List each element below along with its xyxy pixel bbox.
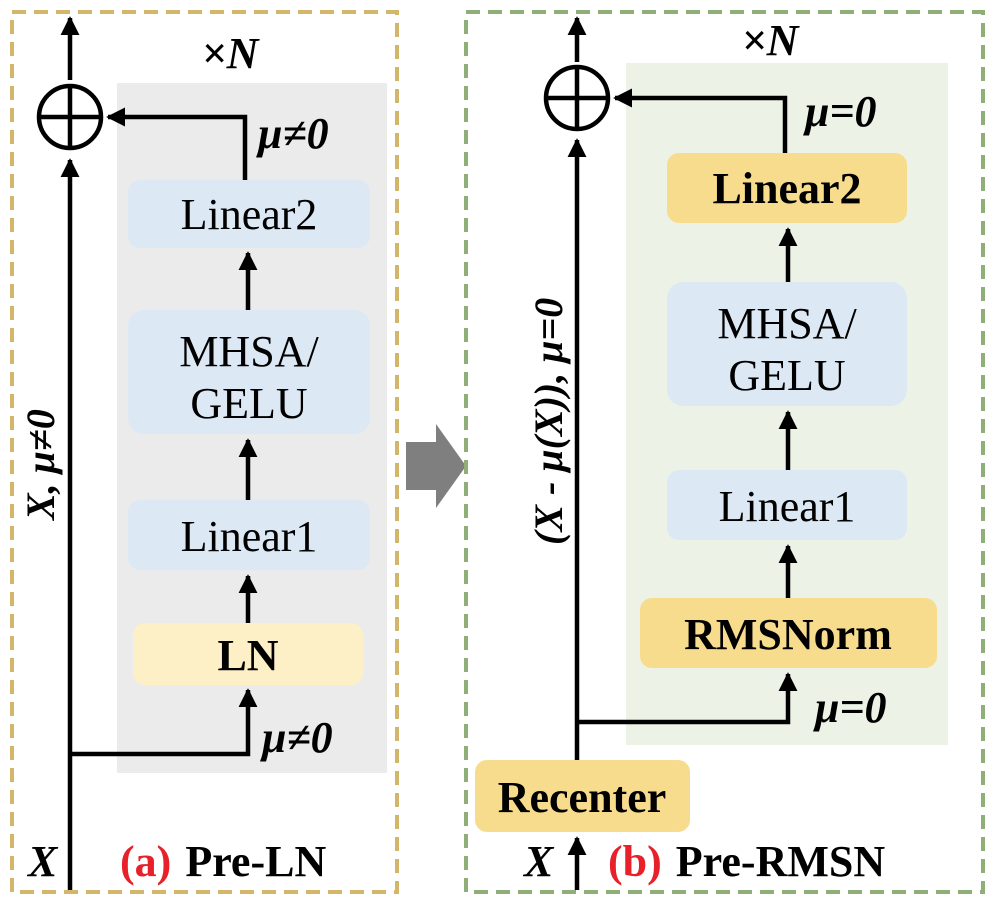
panel-a-mhsa-label-line2: GELU (190, 379, 307, 428)
panel-a-input-label: X (26, 837, 59, 886)
panel-a-mhsa-label-line1: MHSA/ (179, 327, 319, 376)
panel-b-mhsa-label-line2: GELU (728, 351, 845, 400)
panel-b-linear1-label: Linear1 (719, 482, 856, 531)
panel-b-input-mu-label: μ=0 (813, 683, 887, 732)
panel-a-caption-text: Pre-LN (185, 837, 326, 886)
panel-a-border (10, 10, 399, 894)
panel-b-caption-tag: (b) (608, 837, 662, 886)
panel-b-border (464, 10, 985, 894)
panel-a-linear2-block (128, 180, 370, 248)
panel-b-linear2-block (667, 153, 907, 223)
panel-b-residual-label: (X - μ(X)), μ=0 (526, 298, 571, 545)
panel-b-rmsnorm-label: RMSNorm (684, 610, 892, 659)
panel-b-repeat-label: ×N (742, 16, 801, 65)
panel-a-ln-block (133, 623, 363, 685)
panel-b: Linear2 MHSA/ GELU Linear1 RMSNorm Recen… (464, 10, 985, 894)
panel-a: Linear2 MHSA/ GELU Linear1 LN ×N μ≠0 X, … (10, 10, 399, 894)
panel-b-mhsa-block (667, 282, 907, 406)
panel-a-mhsa-block (128, 310, 370, 434)
panel-b-recenter-block (475, 760, 690, 832)
panel-b-mhsa-label-line1: MHSA/ (717, 299, 857, 348)
panel-a-linear1-block (128, 500, 370, 570)
panel-a-caption-tag: (a) (120, 837, 171, 886)
panel-b-recenter-label: Recenter (498, 773, 667, 822)
panel-a-caption: (a) Pre-LN (120, 837, 326, 886)
panel-a-residual-label: X, μ≠0 (18, 409, 63, 522)
panel-a-linear1-label: Linear1 (181, 512, 318, 561)
panel-a-input-mu-label: μ≠0 (260, 713, 333, 762)
panel-b-output-mu-label: μ=0 (803, 87, 877, 136)
panel-b-linear2-label: Linear2 (712, 164, 861, 213)
panel-a-linear2-label: Linear2 (181, 190, 318, 239)
panel-b-caption-text: Pre-RMSN (676, 837, 886, 886)
panel-a-ln-label: LN (217, 631, 278, 680)
panel-a-branch-line (70, 688, 258, 757)
panel-b-rmsnorm-block (640, 598, 937, 668)
panel-a-output-mu-label: μ≠0 (256, 109, 329, 158)
panel-b-branch-line (577, 672, 798, 725)
panel-b-input-label: X (522, 837, 555, 886)
panel-b-output-line (613, 88, 788, 153)
panel-b-linear1-block (667, 470, 907, 540)
panel-b-caption: (b) Pre-RMSN (608, 837, 885, 886)
plus-circle-icon (36, 83, 104, 151)
plus-circle-icon (543, 64, 611, 132)
panel-a-repeat-label: ×N (202, 29, 261, 78)
panel-a-output-line (106, 107, 248, 180)
right-arrow-icon (406, 424, 466, 508)
